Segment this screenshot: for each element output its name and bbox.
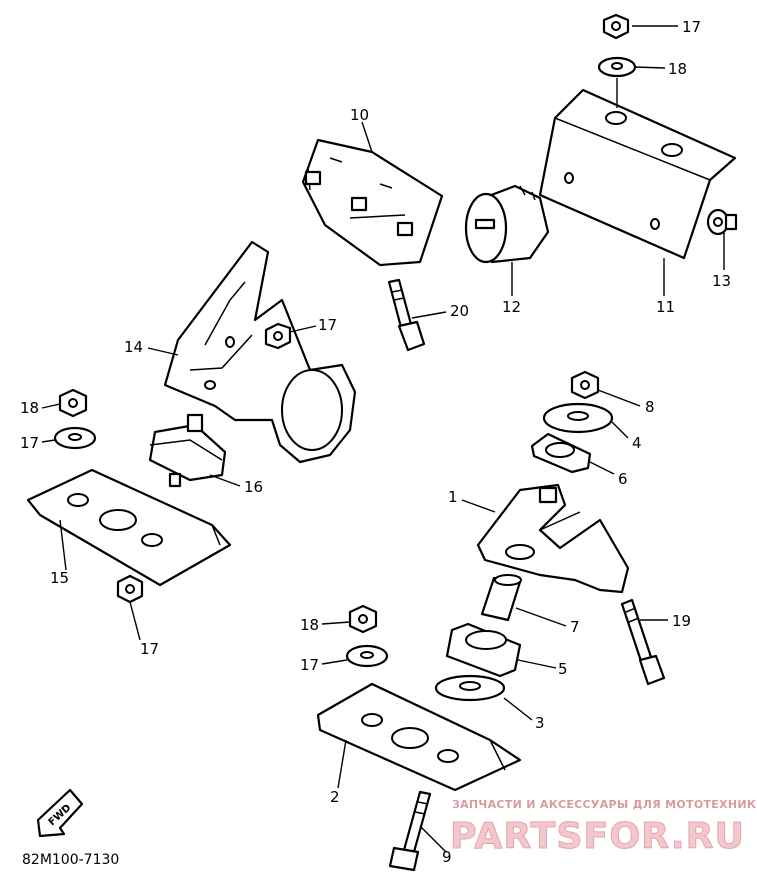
part-18-washer-center	[345, 644, 389, 668]
watermark-subtitle: ЗАПЧАСТИ И АКСЕССУАРЫ ДЛЯ МОТОТЕХНИКИ	[452, 798, 757, 811]
part-19-bolt	[620, 598, 666, 686]
part-1-front-bracket	[476, 483, 630, 594]
part-3-washer	[434, 674, 506, 702]
callout-19: 19	[672, 612, 691, 630]
part-20-stud-bolt	[387, 278, 426, 352]
part-10-bracket	[301, 138, 444, 267]
callout-18: 17	[20, 434, 39, 452]
part-13-bolt	[706, 208, 738, 236]
diagram-part-code: 82M100-7130	[22, 852, 119, 868]
part-17-nut-left	[58, 388, 88, 418]
callout-13: 13	[712, 272, 731, 290]
part-17-nut-center-bottom	[348, 604, 378, 634]
part-17-nut-bottom-left	[116, 574, 144, 604]
callout-17: 17	[682, 18, 701, 36]
callout-9: 9	[442, 848, 452, 866]
part-16-rubber-block	[148, 413, 227, 488]
part-2-lower-plate	[316, 682, 522, 792]
callout-15: 15	[50, 569, 69, 587]
watermark: ЗАПЧАСТИ И АКСЕССУАРЫ ДЛЯ МОТОТЕХНИКИ PA…	[450, 798, 757, 858]
callout-12: 12	[502, 298, 521, 316]
callout-8: 8	[645, 398, 655, 416]
part-15-left-plate	[26, 468, 232, 587]
callout-1: 1	[448, 488, 458, 506]
leader-lines	[41, 25, 725, 853]
callout-17: 18	[20, 399, 39, 417]
callout-17: 17	[318, 316, 337, 334]
part-9-bolt	[388, 790, 432, 872]
callout-20: 20	[450, 302, 469, 320]
part-4-washer	[542, 402, 614, 434]
callout-14: 14	[124, 338, 143, 356]
callout-3: 3	[535, 714, 545, 732]
callout-11: 11	[656, 298, 675, 316]
part-6-rubber-ring	[530, 432, 592, 474]
part-18-washer-left	[53, 426, 97, 450]
callout-7: 7	[570, 618, 580, 636]
fwd-arrow-icon: FWD	[36, 788, 84, 838]
part-5-rubber-damper	[445, 622, 522, 678]
part-14-rear-bracket	[163, 240, 357, 464]
part-7-collar	[480, 574, 522, 622]
part-17-nut-center	[264, 322, 292, 350]
callout-18: 18	[668, 60, 687, 78]
callout-18: 17	[300, 656, 319, 674]
part-8-nut	[570, 370, 600, 400]
callout-4: 4	[632, 434, 642, 452]
part-11-cover-plate	[538, 88, 737, 260]
callout-labels: 17 18 10 12 11 13 20 14 17 18 17 16 15 1…	[20, 18, 731, 866]
part-12-rubber-mount	[464, 184, 550, 264]
callout-16: 16	[244, 478, 263, 496]
callout-17: 17	[140, 640, 159, 658]
callout-2: 2	[330, 788, 340, 806]
callout-10: 10	[350, 106, 369, 124]
callout-17: 18	[300, 616, 319, 634]
watermark-brand: PARTSFOR.RU	[450, 816, 745, 857]
part-17-nut-top-right	[602, 13, 630, 40]
callout-6: 6	[618, 470, 628, 488]
part-18-washer-top-right	[597, 56, 637, 78]
callout-5: 5	[558, 660, 568, 678]
